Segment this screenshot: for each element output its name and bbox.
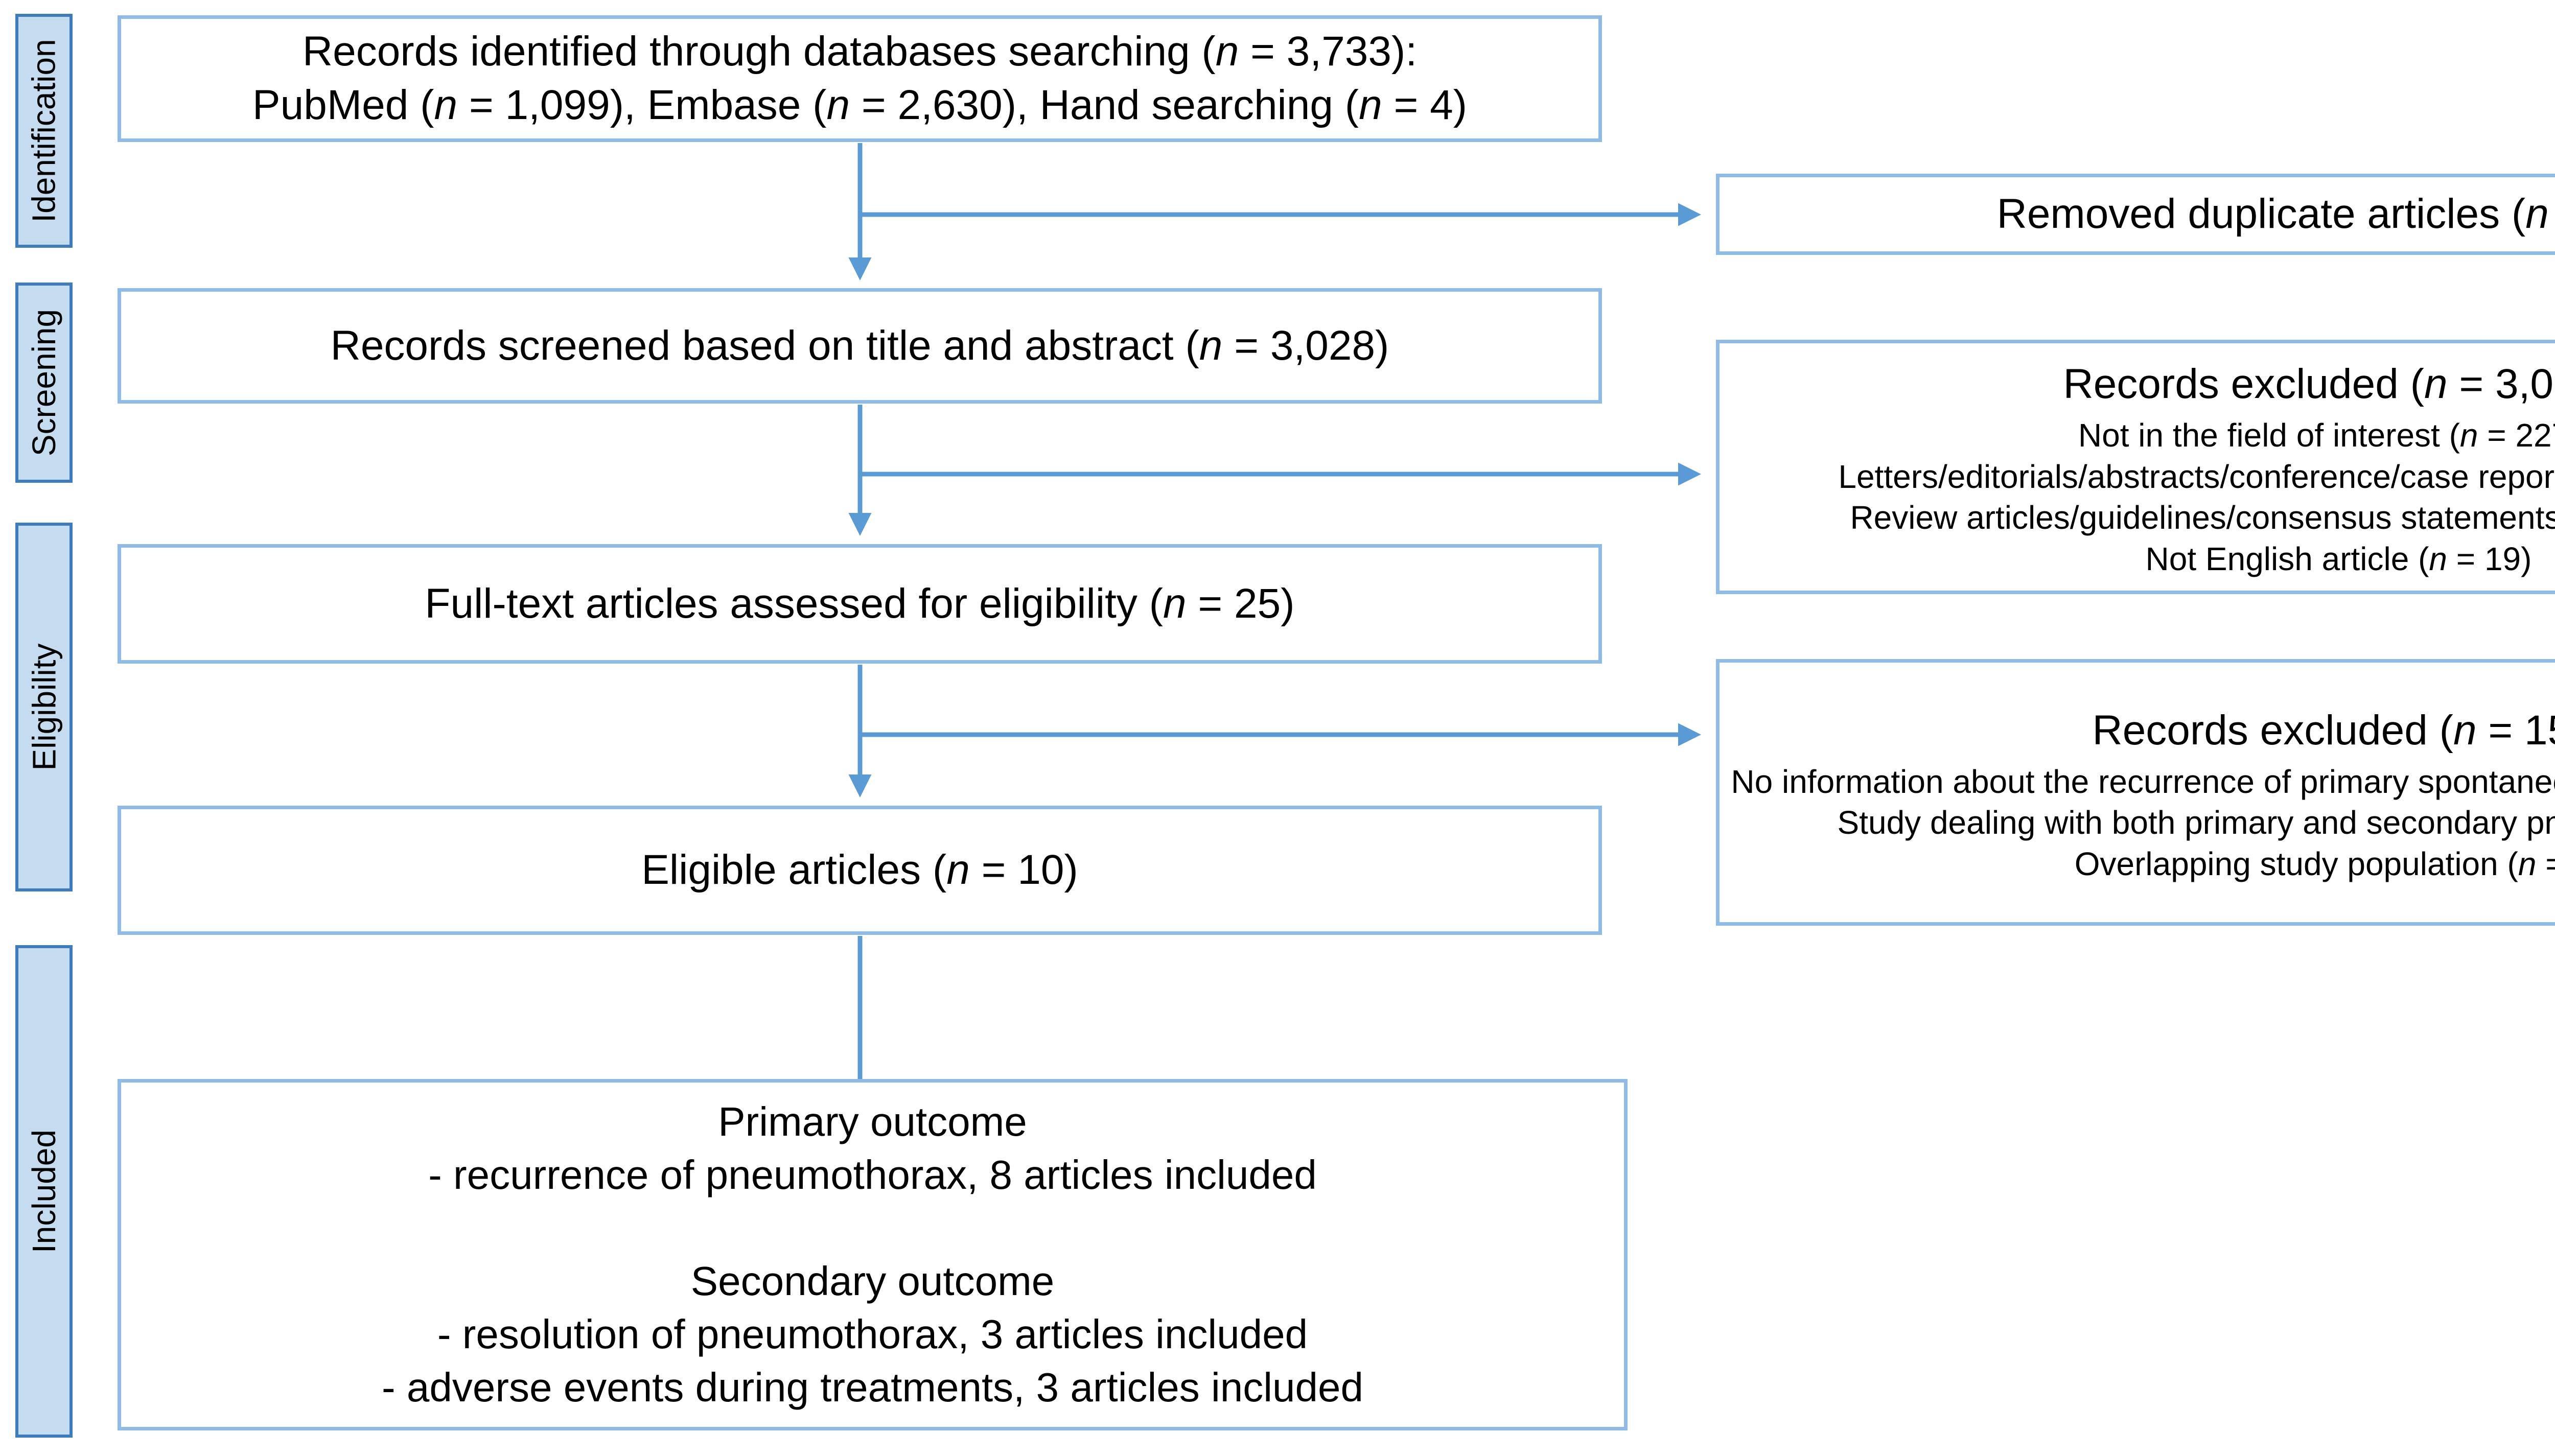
box-outcomes: Primary outcome - recurrence of pneumoth… — [118, 1079, 1628, 1430]
box-records-identified: Records identified through databases sea… — [118, 15, 1602, 142]
box-records-excluded-eligibility: Records excluded (n = 15) No information… — [1716, 659, 2555, 926]
excluded-eligibility-title: Records excluded (n = 15) — [2092, 707, 2555, 754]
stage-label-identification: Identification — [26, 39, 62, 223]
outcomes-line: - resolution of pneumothorax, 3 articles… — [437, 1311, 1308, 1357]
box-records-excluded-screening: Records excluded (n = 3,003) Not in the … — [1716, 340, 2555, 594]
excluded-screening-item: Review articles/guidelines/consensus sta… — [1850, 499, 2555, 536]
stage-box-screening: Screening — [15, 283, 73, 483]
stage-label-eligibility: Eligibility — [26, 643, 62, 771]
stage-label-screening: Screening — [26, 309, 62, 457]
removed-duplicates-text: Removed duplicate articles (n = 705) — [1996, 191, 2549, 238]
outcomes-line: - adverse events during treatments, 3 ar… — [382, 1365, 1363, 1410]
records-identified-line-2: PubMed (n = 1,099), Embase (n = 2,630), … — [252, 82, 1468, 128]
records-screened-text: Records screened based on title and abst… — [330, 322, 1389, 369]
fulltext-assessed-text: Full-text articles assessed for eligibil… — [425, 580, 1295, 627]
excluded-screening-item: Letters/editorials/abstracts/conference/… — [1838, 458, 2555, 495]
stage-box-eligibility: Eligibility — [15, 523, 73, 891]
excluded-screening-title: Records excluded (n = 3,003) — [2063, 361, 2555, 408]
stage-label-included: Included — [26, 1130, 62, 1253]
box-fulltext-assessed: Full-text articles assessed for eligibil… — [118, 544, 1602, 664]
outcomes-line: Secondary outcome — [690, 1258, 1055, 1304]
records-identified-line-1: Records identified through databases sea… — [302, 28, 1418, 75]
excluded-screening-item: Not in the field of interest (n = 2274) — [2078, 417, 2555, 454]
eligible-articles-text: Eligible articles (n = 10) — [641, 847, 1078, 894]
box-eligible-articles: Eligible articles (n = 10) — [118, 806, 1602, 935]
box-records-screened: Records screened based on title and abst… — [118, 288, 1602, 404]
excluded-eligibility-item: No information about the recurrence of p… — [1731, 763, 2555, 800]
excluded-eligibility-item: Study dealing with both primary and seco… — [1837, 804, 2555, 841]
outcomes-line: Primary outcome — [718, 1099, 1027, 1144]
box-removed-duplicates: Removed duplicate articles (n = 705) — [1716, 174, 2555, 255]
stage-box-included: Included — [15, 945, 73, 1438]
stage-box-identification: Identification — [15, 14, 73, 248]
excluded-eligibility-item: Overlapping study population (n = 1) — [2074, 845, 2555, 882]
excluded-screening-item: Not English article (n = 19) — [2145, 541, 2532, 578]
outcomes-line: - recurrence of pneumothorax, 8 articles… — [428, 1152, 1317, 1197]
